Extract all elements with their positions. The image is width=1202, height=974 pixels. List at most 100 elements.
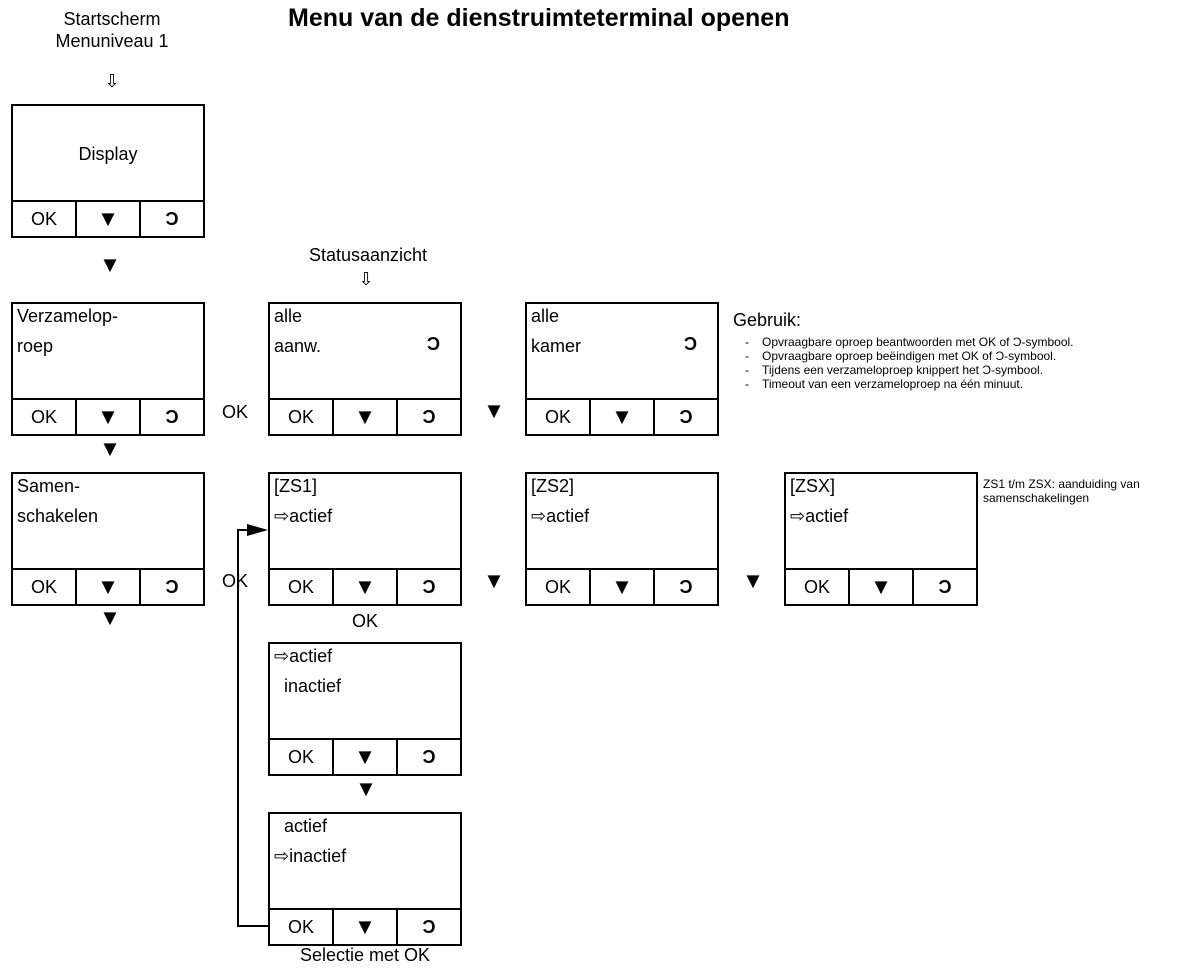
verzameloproep-screen: Verzamelop- roep bbox=[13, 304, 203, 400]
phone-button[interactable]: Ͻ bbox=[139, 570, 203, 604]
ok-button[interactable]: OK bbox=[287, 406, 314, 427]
sel-inactief-line2: ⇨inactief bbox=[274, 846, 347, 866]
down-button[interactable]: ▼ bbox=[75, 202, 139, 236]
sel-actief-line2: inactief bbox=[274, 676, 342, 696]
sel-inactief-line1: actief bbox=[274, 816, 328, 836]
down-arrow-1: ▼ bbox=[99, 252, 121, 277]
alle-kamer-screen: alle kamer Ͻ bbox=[527, 304, 717, 400]
ok-button[interactable]: OK bbox=[287, 916, 314, 937]
start-caption-line2: Menuniveau 1 bbox=[55, 31, 169, 51]
phone-icon: Ͻ bbox=[427, 334, 440, 354]
down-button[interactable]: ▼ bbox=[332, 910, 396, 944]
down-button[interactable]: ▼ bbox=[332, 740, 396, 774]
samenschakelen-line2: schakelen bbox=[17, 506, 99, 526]
phone-button[interactable]: Ͻ bbox=[139, 202, 203, 236]
zs-note-line1: ZS1 t/m ZSX: aanduiding van bbox=[983, 477, 1140, 491]
ok-button[interactable]: OK bbox=[287, 576, 314, 597]
sel-actief-box: ⇨actief inactief OK ▼ Ͻ bbox=[268, 642, 462, 776]
samenschakelen-softkeys: OK ▼ Ͻ bbox=[13, 570, 203, 604]
down-arrow-row1: ▼ bbox=[483, 398, 505, 423]
samenschakelen-screen: Samen- schakelen bbox=[13, 474, 203, 570]
zs1-line2: ⇨actief bbox=[274, 506, 333, 526]
verzameloproep-softkeys: OK ▼ Ͻ bbox=[13, 400, 203, 434]
sel-actief-softkeys: OK ▼ Ͻ bbox=[270, 740, 460, 774]
phone-button[interactable]: Ͻ bbox=[396, 400, 460, 434]
down-button[interactable]: ▼ bbox=[589, 570, 653, 604]
gebruik-item: Opvraagbare oproep beëindigen met OK of … bbox=[745, 349, 1074, 363]
down-arrow-zs2: ▼ bbox=[742, 568, 764, 593]
down-button[interactable]: ▼ bbox=[589, 400, 653, 434]
zs2-softkeys: OK ▼ Ͻ bbox=[527, 570, 717, 604]
zsx-line2: ⇨actief bbox=[790, 506, 849, 526]
alle-aanw-line2: aanw. bbox=[274, 336, 322, 356]
phone-button[interactable]: Ͻ bbox=[396, 910, 460, 944]
ok-label-zs1: OK bbox=[352, 611, 379, 631]
zsx-line1: [ZSX] bbox=[790, 476, 836, 496]
display-label: Display bbox=[78, 144, 138, 164]
sel-inactief-box: actief ⇨inactief OK ▼ Ͻ bbox=[268, 812, 462, 946]
gebruik-item: Tijdens een verzameloproep knippert het … bbox=[745, 363, 1074, 377]
start-caption: Startscherm Menuniveau 1 bbox=[52, 8, 172, 52]
phone-button[interactable]: Ͻ bbox=[912, 570, 976, 604]
start-caption-line1: Startscherm bbox=[63, 9, 161, 29]
verzameloproep-box: Verzamelop- roep OK ▼ Ͻ bbox=[11, 302, 205, 436]
status-caption: Statusaanzicht bbox=[308, 245, 428, 265]
phone-button[interactable]: Ͻ bbox=[396, 740, 460, 774]
zs1-screen: [ZS1] ⇨actief bbox=[270, 474, 460, 570]
verzameloproep-line1: Verzamelop- bbox=[17, 306, 119, 326]
phone-button[interactable]: Ͻ bbox=[653, 400, 717, 434]
samenschakelen-box: Samen- schakelen OK ▼ Ͻ bbox=[11, 472, 205, 606]
down-button[interactable]: ▼ bbox=[848, 570, 912, 604]
phone-icon: Ͻ bbox=[684, 334, 697, 354]
sel-inactief-softkeys: OK ▼ Ͻ bbox=[270, 910, 460, 944]
zs1-box: [ZS1] ⇨actief OK ▼ Ͻ bbox=[268, 472, 462, 606]
phone-button[interactable]: Ͻ bbox=[139, 400, 203, 434]
zs2-box: [ZS2] ⇨actief OK ▼ Ͻ bbox=[525, 472, 719, 606]
down-button[interactable]: ▼ bbox=[75, 400, 139, 434]
zs2-line1: [ZS2] bbox=[531, 476, 575, 496]
zs-note-line2: samenschakelingen bbox=[983, 491, 1090, 505]
return-path-arrowhead bbox=[247, 524, 268, 536]
zsx-screen: [ZSX] ⇨actief bbox=[786, 474, 976, 570]
open-arrow-start: ⇩ bbox=[104, 71, 120, 91]
gebruik-title: Gebruik: bbox=[733, 310, 802, 330]
ok-button[interactable]: OK bbox=[803, 576, 830, 597]
display-screen: Display bbox=[13, 106, 203, 202]
display-softkeys: OK ▼ Ͻ bbox=[13, 202, 203, 236]
zs2-screen: [ZS2] ⇨actief bbox=[527, 474, 717, 570]
ok-button[interactable]: OK bbox=[30, 576, 57, 597]
open-arrow-status: ⇩ bbox=[358, 269, 374, 289]
down-arrow-2: ▼ bbox=[99, 436, 121, 461]
zs1-softkeys: OK ▼ Ͻ bbox=[270, 570, 460, 604]
ok-button[interactable]: OK bbox=[287, 746, 314, 767]
down-arrow-zs1: ▼ bbox=[483, 568, 505, 593]
gebruik-list: Opvraagbare oproep beantwoorden met OK o… bbox=[745, 335, 1074, 391]
phone-button[interactable]: Ͻ bbox=[653, 570, 717, 604]
ok-label-row2: OK bbox=[222, 571, 249, 591]
alle-aanw-box: alle aanw. Ͻ OK ▼ Ͻ bbox=[268, 302, 462, 436]
down-button[interactable]: ▼ bbox=[332, 570, 396, 604]
sel-actief-line1: ⇨actief bbox=[274, 646, 333, 666]
display-box: Display OK ▼ Ͻ bbox=[11, 104, 205, 238]
alle-kamer-softkeys: OK ▼ Ͻ bbox=[527, 400, 717, 434]
sel-inactief-screen: actief ⇨inactief bbox=[270, 814, 460, 910]
ok-button[interactable]: OK bbox=[30, 406, 57, 427]
down-arrow-3: ▼ bbox=[99, 605, 121, 630]
alle-kamer-line1: alle bbox=[531, 306, 560, 326]
ok-button[interactable]: OK bbox=[544, 576, 571, 597]
down-button[interactable]: ▼ bbox=[332, 400, 396, 434]
verzameloproep-line2: roep bbox=[17, 336, 54, 356]
ok-button[interactable]: OK bbox=[544, 406, 571, 427]
zsx-box: [ZSX] ⇨actief OK ▼ Ͻ bbox=[784, 472, 978, 606]
ok-button[interactable]: OK bbox=[30, 208, 57, 229]
selection-caption: Selectie met OK bbox=[299, 945, 431, 965]
alle-aanw-softkeys: OK ▼ Ͻ bbox=[270, 400, 460, 434]
zs-note: ZS1 t/m ZSX: aanduiding van samenschakel… bbox=[983, 477, 1140, 505]
down-button[interactable]: ▼ bbox=[75, 570, 139, 604]
phone-button[interactable]: Ͻ bbox=[396, 570, 460, 604]
samenschakelen-line1: Samen- bbox=[17, 476, 81, 496]
return-path-line bbox=[237, 529, 268, 927]
sel-actief-screen: ⇨actief inactief bbox=[270, 644, 460, 740]
zs1-line1: [ZS1] bbox=[274, 476, 318, 496]
